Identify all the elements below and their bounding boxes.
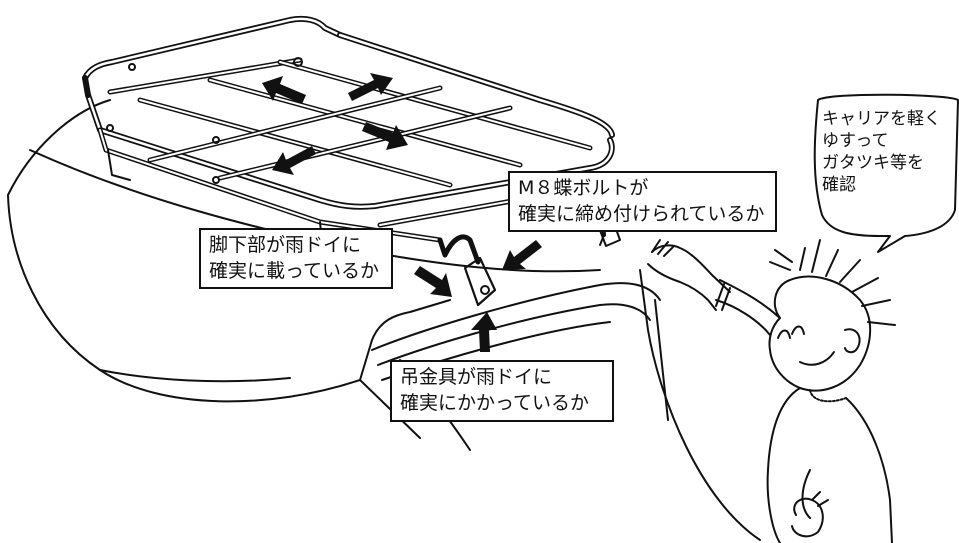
arrow-left-down [272, 146, 316, 175]
arrow-left-up [262, 76, 306, 104]
person [647, 239, 896, 543]
speech-bubble-line3: ガタツキ等を [822, 153, 924, 173]
callout-hook-line1: 吊金具が雨ドイに [400, 366, 553, 388]
arrows [262, 73, 542, 352]
arrow-to-bolt [502, 240, 542, 270]
arrow-to-leg [414, 266, 452, 297]
callout-hook-line2: 確実にかかっているか [400, 392, 590, 414]
arrow-to-hook [471, 312, 497, 352]
speech-bubble-line4: 確認 [822, 175, 856, 195]
speech-bubble [813, 93, 959, 253]
motion-lines [769, 249, 793, 271]
speech-bubble-line1: キャリアを軽く [822, 109, 941, 129]
callout-bolt: M８蝶ボルトが 確実に締め付けられているか [508, 171, 777, 232]
callout-bolt-line1: M８蝶ボルトが [518, 177, 649, 199]
bolt-leader [599, 234, 605, 246]
callout-leg-line2: 確実に載っているか [209, 260, 380, 282]
callout-leg-line1: 脚下部が雨ドイに [209, 234, 362, 256]
callout-bolt-line2: 確実に締め付けられているか [518, 203, 765, 225]
arrow-right-down [362, 122, 408, 150]
callout-hook: 吊金具が雨ドイに 確実にかかっているか [390, 360, 614, 422]
speech-bubble-line2: ゆすって [822, 131, 889, 151]
speech-bubble-text: キャリアを軽く ゆすって ガタツキ等を 確認 [822, 108, 957, 196]
arrow-right-up [348, 73, 393, 101]
callout-leg: 脚下部が雨ドイに 確実に載っているか [199, 228, 393, 289]
